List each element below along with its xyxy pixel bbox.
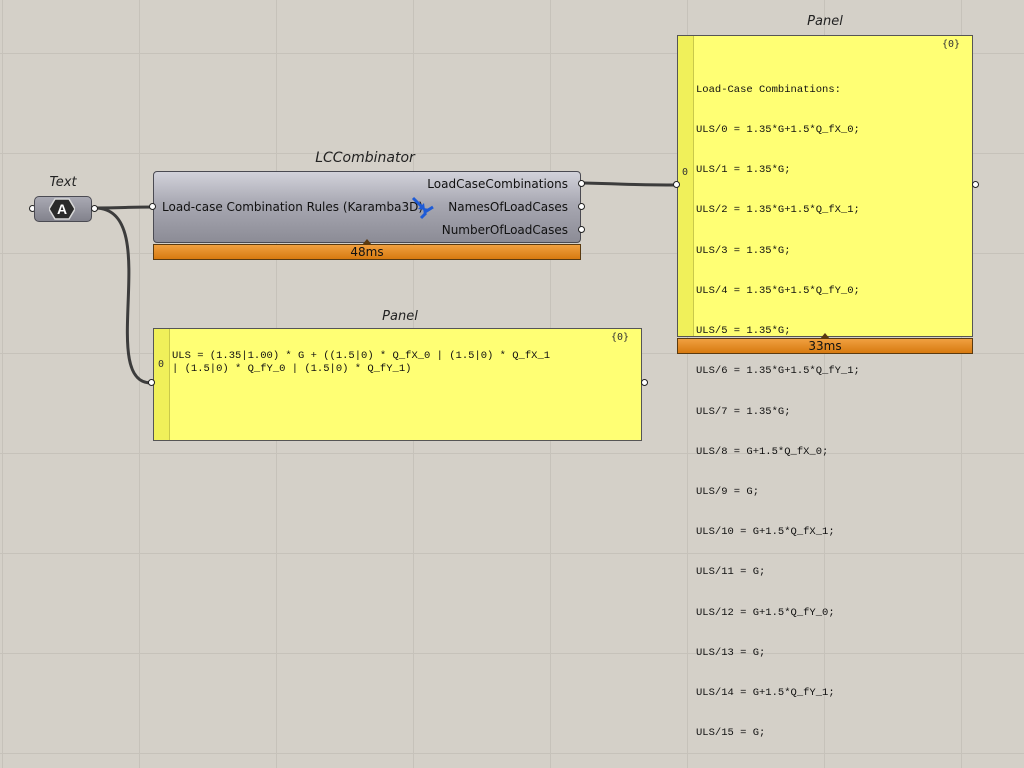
bottom-panel-text: ULS = (1.35|1.00) * G + ((1.5|0) * Q_fX_… (172, 350, 551, 376)
bottom-panel-input-grip[interactable] (148, 379, 155, 386)
right-panel-line: ULS/0 = 1.35*G+1.5*Q_fX_0; (696, 124, 860, 137)
right-panel-line: ULS/4 = 1.35*G+1.5*Q_fY_0; (696, 284, 860, 297)
combinator-output-grip-1[interactable] (578, 203, 585, 210)
right-panel-line: ULS/10 = G+1.5*Q_fX_1; (696, 526, 835, 539)
timer-notch (820, 333, 830, 339)
bottom-panel-nickname: Panel (382, 309, 418, 324)
right-panel-input-grip[interactable] (673, 181, 680, 188)
right-panel[interactable]: {0} 0 Load-Case Combinations: ULS/0 = 1.… (677, 35, 973, 739)
wire-combinator-to-panel (583, 181, 679, 187)
right-panel-line: ULS/14 = G+1.5*Q_fY_1; (696, 687, 835, 700)
right-panel-line: ULS/15 = G; (696, 727, 766, 740)
combine-arrows-icon (411, 196, 434, 220)
bottom-panel-index: 0 (158, 359, 165, 370)
output-label-numberofloadcases: NumberOfLoadCases (441, 223, 568, 237)
combinator-timer-label: 48ms (350, 245, 384, 259)
text-param-icon: A (49, 198, 75, 220)
right-panel-index: 0 (682, 167, 689, 178)
right-panel-line: ULS/6 = 1.35*G+1.5*Q_fY_1; (696, 365, 860, 378)
right-panel-nickname: Panel (807, 14, 843, 29)
right-panel-text: Load-Case Combinations: ULS/0 = 1.35*G+1… (696, 57, 860, 768)
right-panel-timer: 33ms (677, 333, 973, 354)
text-param[interactable]: A (34, 196, 92, 222)
combinator-output-grip-0[interactable] (578, 180, 585, 187)
right-panel-line: ULS/8 = G+1.5*Q_fX_0; (696, 445, 829, 458)
right-panel-line: ULS/7 = 1.35*G; (696, 405, 791, 418)
combinator-input-label: Load-case Combination Rules (Karamba3D) (162, 200, 424, 214)
lc-combinator-component[interactable]: Load-case Combination Rules (Karamba3D) … (153, 171, 581, 243)
text-param-glyph: A (57, 201, 67, 217)
right-panel-timer-label: 33ms (808, 339, 842, 353)
combinator-output-grip-2[interactable] (578, 226, 585, 233)
bottom-panel-count: {0} (610, 332, 629, 343)
combinator-nickname: LCCombinator (315, 150, 415, 166)
right-panel-line: Load-Case Combinations: (696, 83, 841, 96)
wire-text-to-panel (94, 206, 153, 385)
bottom-panel[interactable]: {0} 0 ULS = (1.35|1.00) * G + ((1.5|0) *… (153, 328, 642, 441)
right-panel-line: ULS/9 = G; (696, 486, 760, 498)
combinator-input-grip[interactable] (149, 203, 156, 210)
wire-text-to-combinator (94, 205, 156, 210)
combinator-timer: 48ms (153, 239, 581, 260)
bottom-panel-output-grip[interactable] (641, 379, 648, 386)
text-param-output-grip[interactable] (91, 205, 98, 212)
right-panel-count: {0} (941, 39, 960, 50)
right-panel-body[interactable] (693, 36, 972, 336)
output-label-namesofloadcases: NamesOfLoadCases (448, 200, 568, 214)
right-panel-line: ULS/5 = 1.35*G; (696, 325, 791, 338)
right-panel-line: ULS/13 = G; (696, 646, 766, 659)
right-panel-output-grip[interactable] (972, 181, 979, 188)
right-panel-line: ULS/12 = G+1.5*Q_fY_0; (696, 606, 835, 619)
bottom-panel-body[interactable] (169, 329, 641, 440)
output-label-loadcasecombinations: LoadCaseCombinations (427, 177, 568, 191)
timer-notch (362, 239, 372, 245)
text-param-nickname: Text (49, 175, 77, 190)
right-panel-line: ULS/1 = 1.35*G; (696, 164, 791, 177)
right-panel-line: ULS/3 = 1.35*G; (696, 244, 791, 257)
right-panel-line: ULS/11 = G; (696, 566, 766, 579)
right-panel-line: ULS/2 = 1.35*G+1.5*Q_fX_1; (696, 204, 860, 217)
